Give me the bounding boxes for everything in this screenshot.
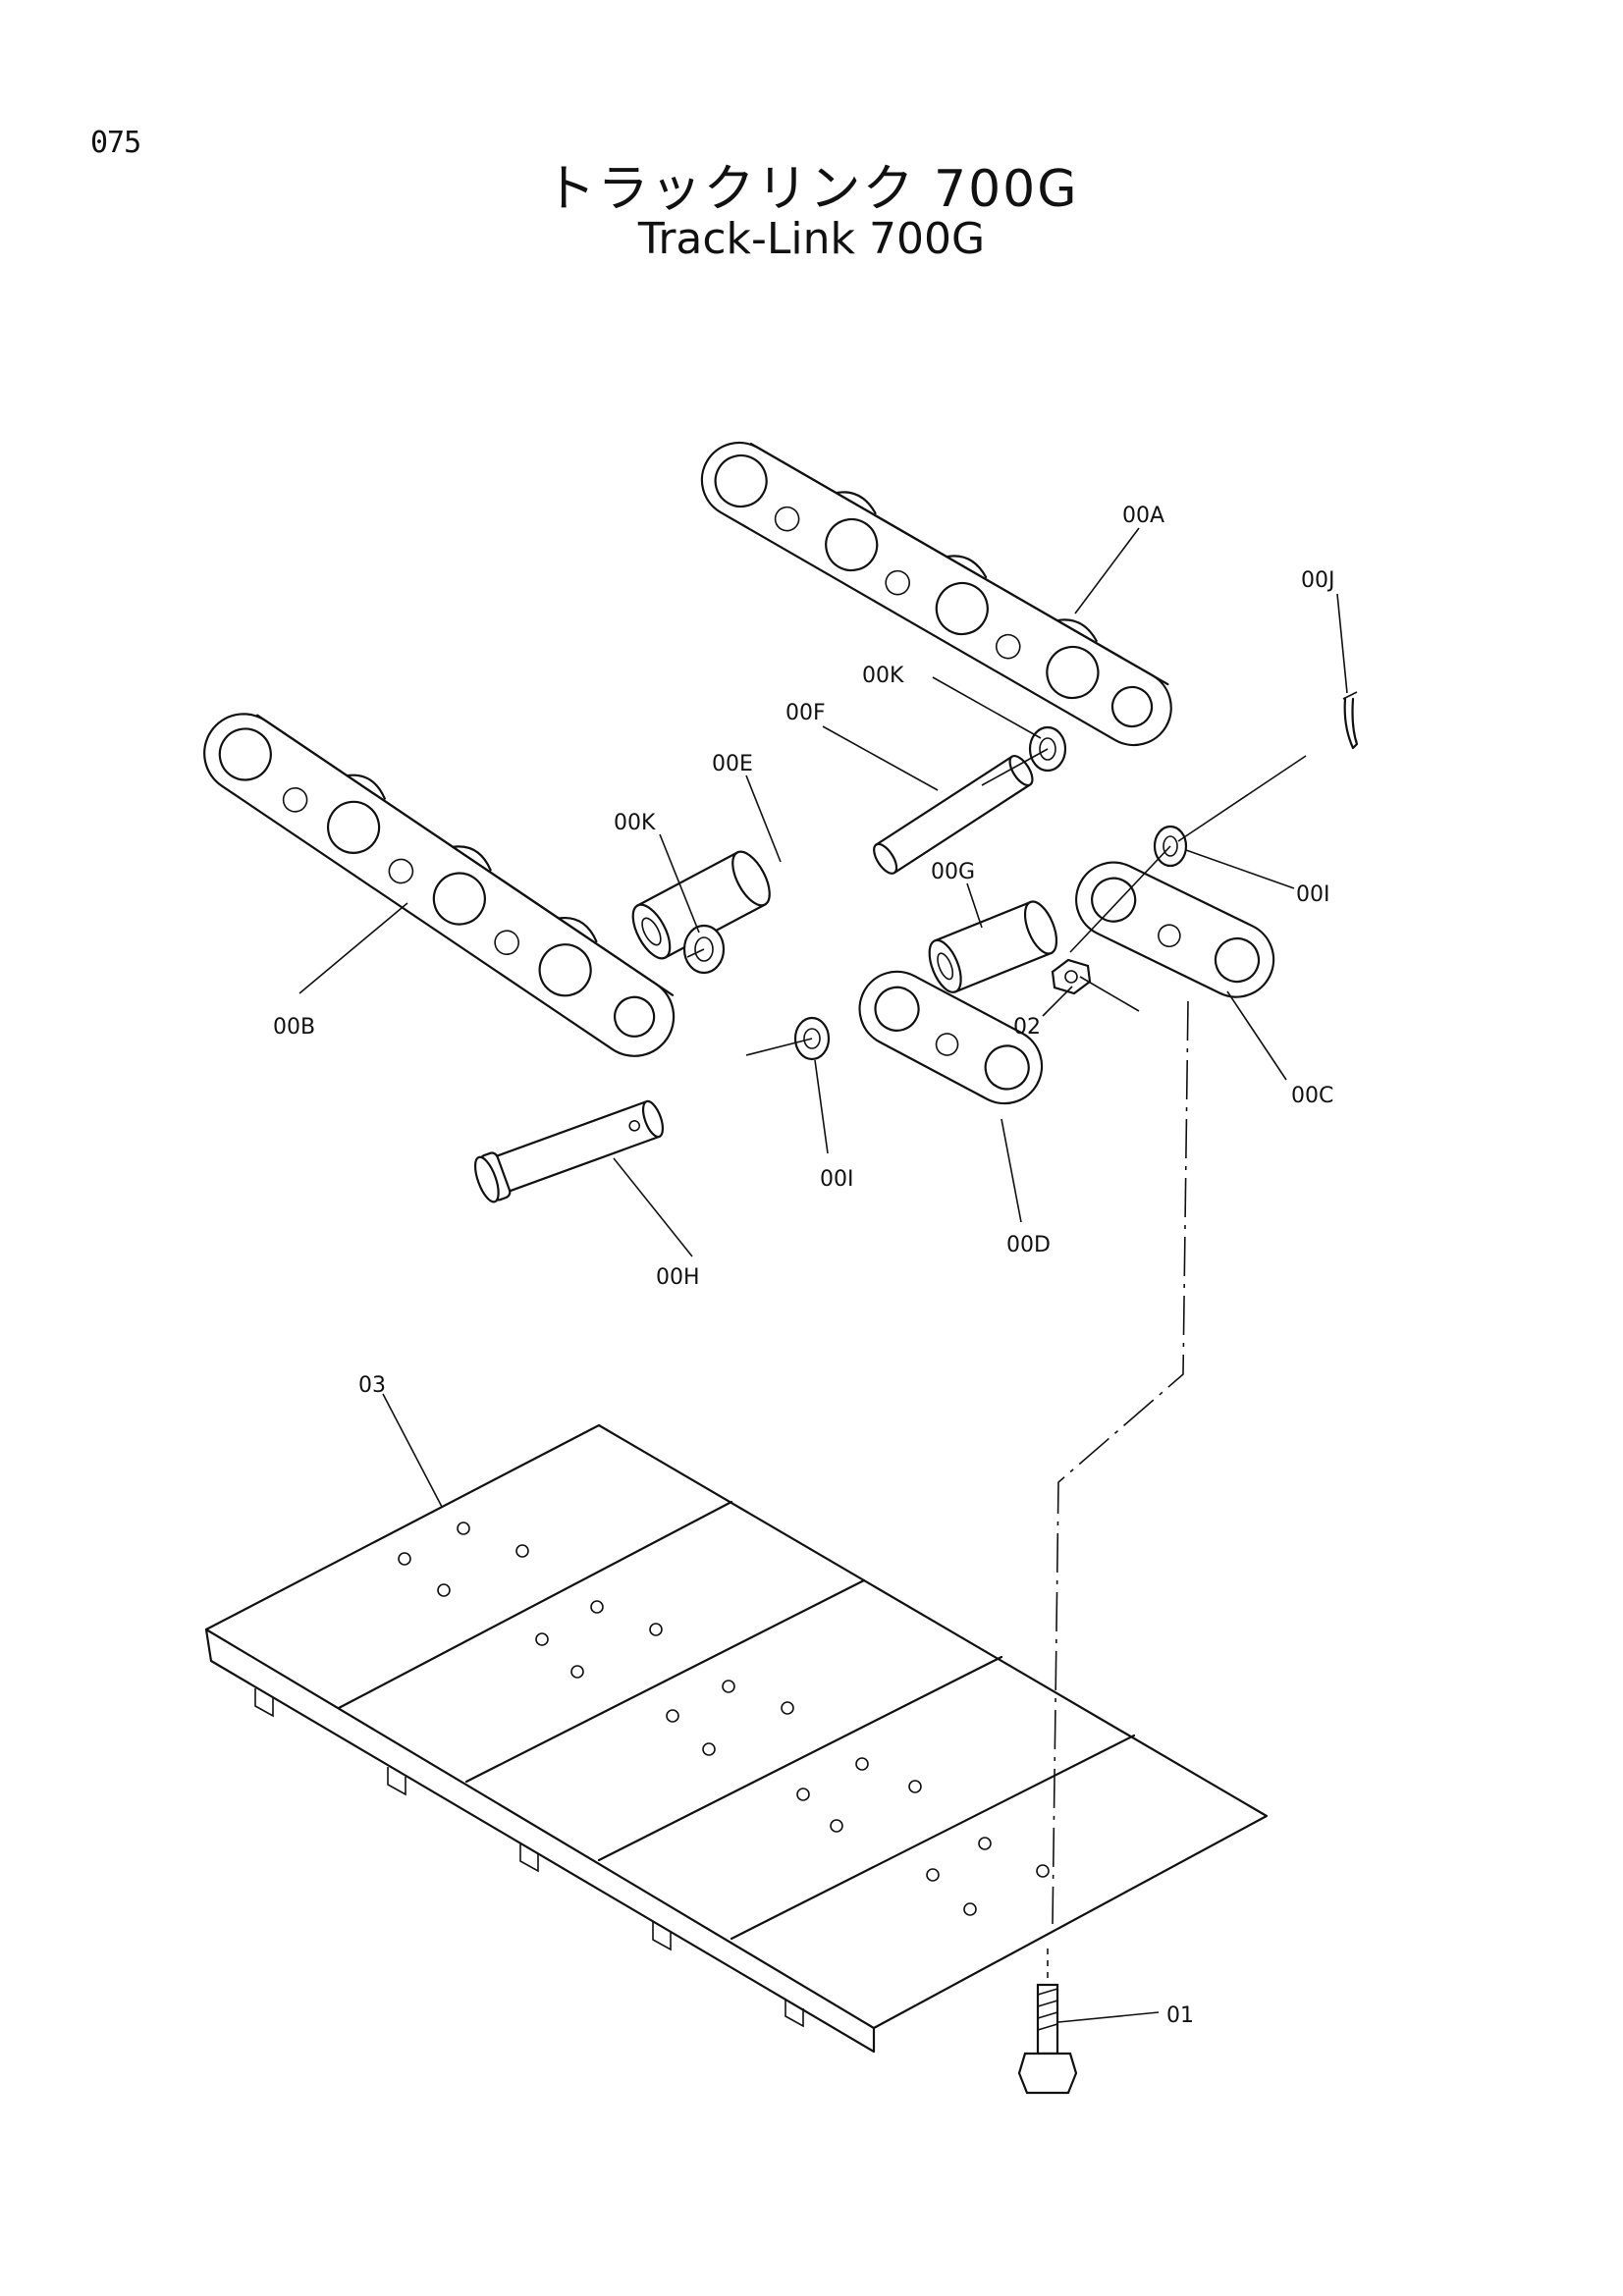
label-02: 02 xyxy=(1013,1015,1041,1040)
label-00a: 00A xyxy=(1122,504,1164,528)
alignment-lines xyxy=(686,748,1307,1978)
page-number: 075 xyxy=(90,126,141,160)
pin-00f xyxy=(873,754,1034,875)
label-00f: 00F xyxy=(785,701,826,725)
link-assembly-00b xyxy=(203,713,676,1057)
link-00d xyxy=(858,970,1044,1105)
label-00k-upper: 00K xyxy=(862,664,904,688)
pin-00h xyxy=(473,1099,665,1203)
label-00d: 00D xyxy=(1006,1233,1051,1257)
link-assembly-00a xyxy=(700,441,1172,747)
cotter-pin-00j xyxy=(1342,691,1359,750)
label-00i-right: 00I xyxy=(1296,882,1329,907)
label-00c: 00C xyxy=(1291,1084,1333,1108)
label-00h: 00H xyxy=(656,1265,700,1290)
title-japanese: トラックリンク 700G xyxy=(544,160,1079,219)
track-shoe-03 xyxy=(204,1423,1269,2054)
bushing-00e xyxy=(631,850,771,960)
leader-lines xyxy=(298,527,1348,2023)
label-00b: 00B xyxy=(273,1015,315,1040)
label-01: 01 xyxy=(1166,2003,1194,2028)
bolt-01 xyxy=(1017,1983,1078,2095)
label-00e: 00E xyxy=(712,752,753,776)
title-english: Track-Link 700G xyxy=(637,214,986,264)
label-00k-lower: 00K xyxy=(614,811,656,835)
label-00i-lower: 00I xyxy=(820,1167,853,1192)
label-00j: 00J xyxy=(1301,568,1334,593)
link-00c xyxy=(1075,861,1275,998)
label-00g: 00G xyxy=(931,860,975,884)
callout-labels: 00A 00J 00K 00F 00E 00K 00G 00I 00B 02 0… xyxy=(273,504,1334,2028)
label-03: 03 xyxy=(358,1373,386,1398)
bushing-00g xyxy=(928,900,1058,993)
